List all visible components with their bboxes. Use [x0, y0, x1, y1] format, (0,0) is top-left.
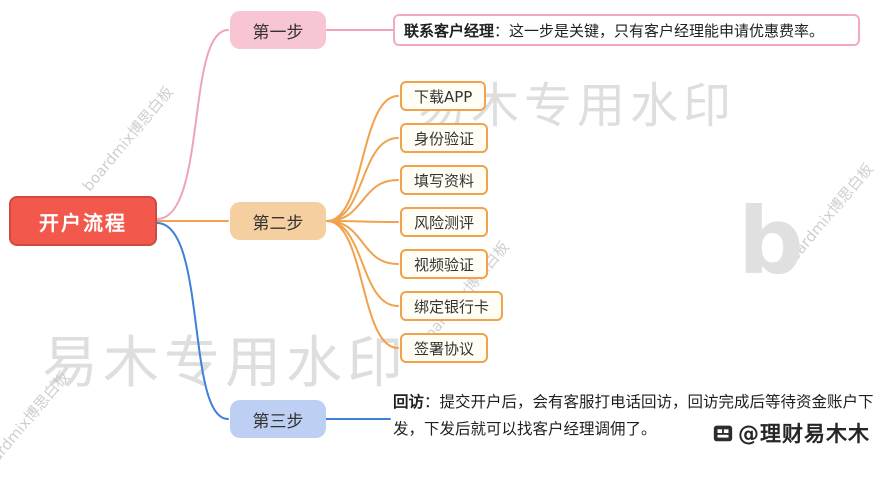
- step3-detail-bold: 回访: [393, 393, 425, 411]
- branch-line-leaf: [326, 220, 399, 223]
- branch-line-leaf: [326, 220, 399, 265]
- branch-line-leaf: [326, 179, 399, 222]
- branch-line-leaf: [326, 220, 399, 349]
- branch-line-step1: [156, 29, 229, 220]
- root-node[interactable]: 开户流程: [9, 196, 157, 246]
- branch-line-leaf: [326, 137, 399, 222]
- connector-layer: [156, 29, 399, 420]
- branch-line-step3: [156, 222, 229, 420]
- watermark-logo: b: [738, 188, 804, 295]
- branch-line-leaf: [326, 95, 399, 222]
- step3-detail-node[interactable]: 回访：提交开户后，会有客服打电话回访，回访完成后等待资金账户下发，下发后就可以找…: [393, 389, 885, 443]
- leaf-node[interactable]: 签署协议: [400, 333, 489, 363]
- leaf-node[interactable]: 风险测评: [400, 207, 489, 237]
- step1-detail-text: ：这一步是关键，只有客户经理能申请优惠费率。: [494, 21, 825, 40]
- step3-detail-text: ：提交开户后，会有客服打电话回访，回访完成后等待资金账户下发，下发后就可以找客户…: [393, 393, 874, 438]
- attribution-handle: @理财易木木: [738, 422, 870, 446]
- leaf-node[interactable]: 绑定银行卡: [400, 291, 504, 321]
- step2-node[interactable]: 第二步: [230, 202, 326, 240]
- step1-detail-bold: 联系客户经理: [404, 21, 495, 40]
- leaf-node[interactable]: 身份验证: [400, 123, 489, 153]
- watermark-large-text: 易木专用水印: [42, 331, 408, 396]
- mindmap-canvas: 易木专用水印 易木专用水印 boardmix博思白板 boardmix博思白板 …: [0, 11, 885, 480]
- leaf-node[interactable]: 填写资料: [400, 165, 489, 195]
- step1-detail-node[interactable]: 联系客户经理：这一步是关键，只有客户经理能申请优惠费率。: [393, 14, 860, 46]
- leaf-node[interactable]: 视频验证: [400, 249, 489, 279]
- step3-node[interactable]: 第三步: [230, 400, 326, 438]
- leaf-node[interactable]: 下载APP: [400, 81, 487, 111]
- step1-node[interactable]: 第一步: [230, 11, 326, 49]
- platform-icon: [712, 422, 734, 444]
- attribution: @理财易木木: [712, 418, 870, 448]
